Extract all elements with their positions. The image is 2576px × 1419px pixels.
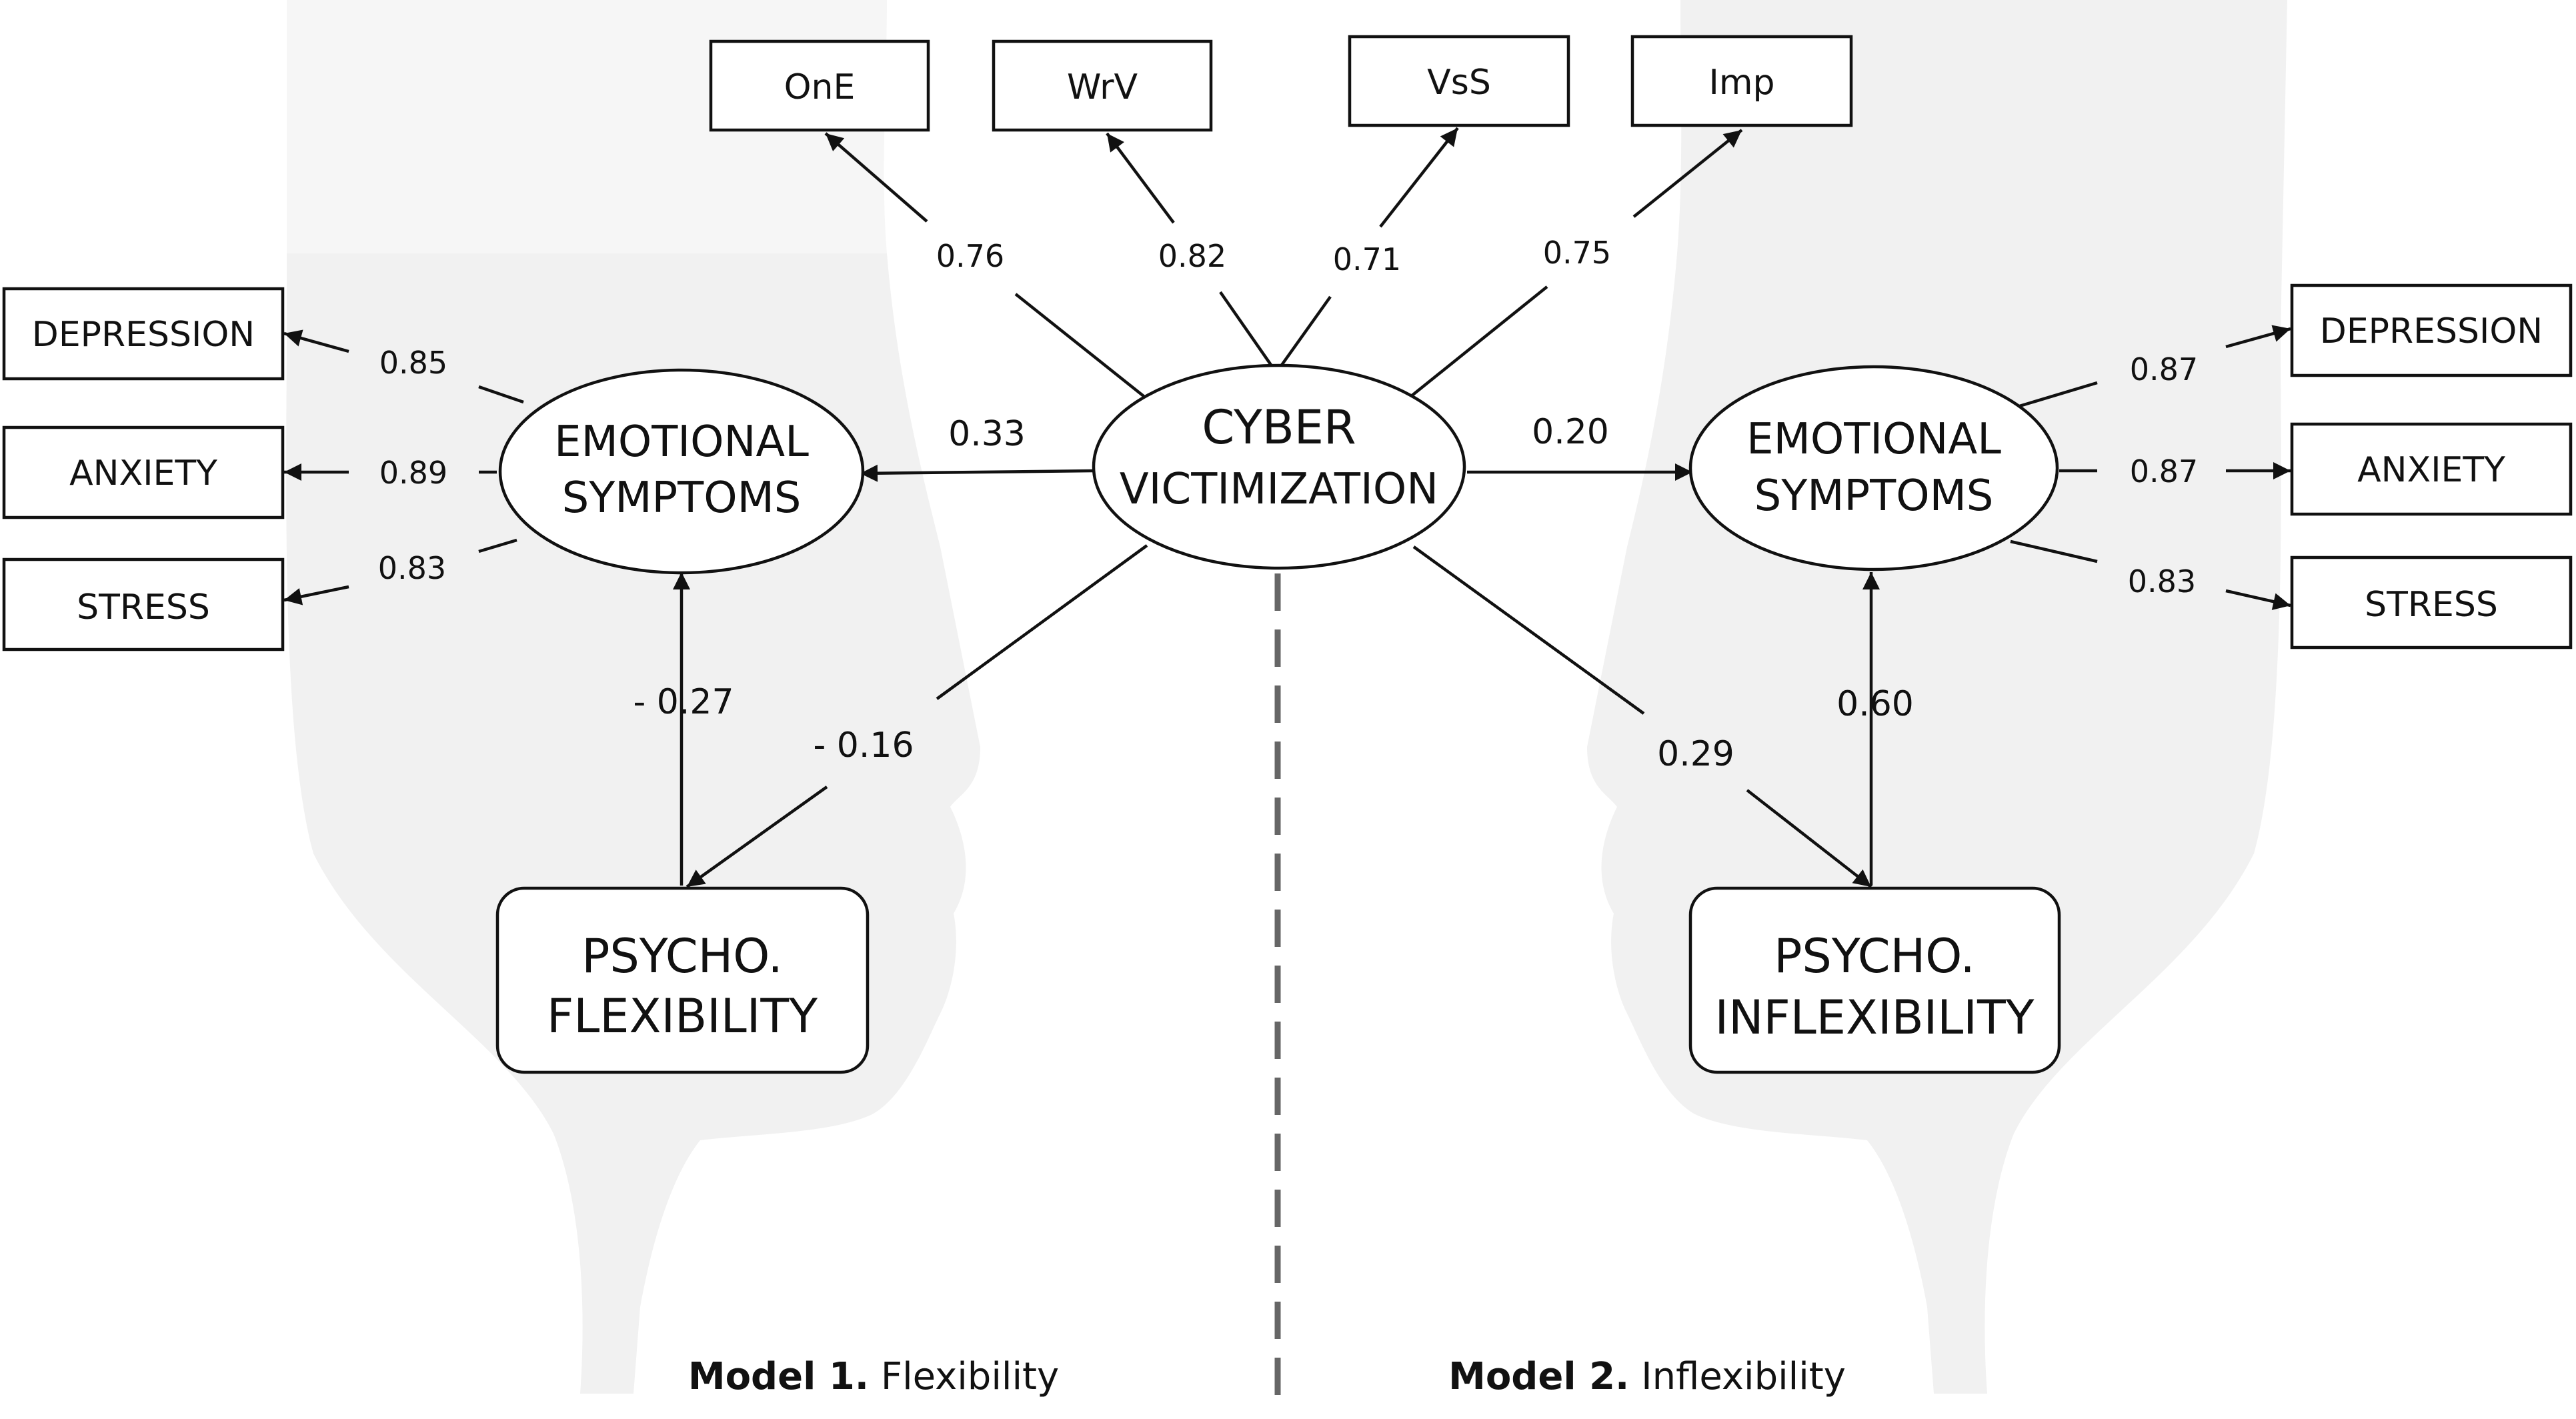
- edge-cv-imp: [1409, 285, 1548, 398]
- loading-one: 0.76: [936, 238, 1004, 274]
- caption-model-2-rest: Inflexibility: [1629, 1355, 1846, 1398]
- edge-es-str-right: [2010, 539, 2098, 563]
- indicator-label: OnE: [784, 67, 856, 107]
- loading-vss: 0.71: [1333, 241, 1401, 277]
- indicator-label: WrV: [1067, 67, 1138, 107]
- edge-es-dep-right: [2017, 381, 2098, 409]
- indicator-label: DEPRESSION: [32, 315, 255, 355]
- loading-right-depression: 0.87: [2130, 351, 2198, 387]
- es-right-line2: SYMPTOMS: [1754, 471, 1994, 521]
- pi-label-line2: INFLEXIBILITY: [1715, 990, 2035, 1045]
- es-right-line1: EMOTIONAL: [1746, 415, 2001, 464]
- caption-model-1: Model 1. Flexibility: [688, 1355, 1059, 1398]
- right-indicator-depression: DEPRESSION: [2290, 283, 2573, 377]
- indicator-label: ANXIETY: [2357, 450, 2505, 490]
- es-left-line1: EMOTIONAL: [554, 417, 809, 467]
- edge-cv-es-left: [860, 464, 1094, 482]
- edge-cv-pf-left: [936, 544, 1148, 700]
- path-cv-pi-right: 0.29: [1657, 734, 1734, 774]
- indicator-label: DEPRESSION: [2320, 311, 2543, 351]
- pi-label-line1: PSYCHO.: [1774, 929, 1975, 984]
- indicator-label: STRESS: [77, 587, 210, 627]
- edge-cv-one: [1014, 293, 1148, 400]
- psycho-flexibility-node: PSYCHO. FLEXIBILITY: [495, 886, 870, 1074]
- right-indicator-anxiety: ANXIETY: [2290, 422, 2573, 516]
- caption-model-1-bold: Model 1.: [688, 1355, 869, 1398]
- es-left-line2: SYMPTOMS: [562, 473, 802, 523]
- psycho-inflexibility-node: PSYCHO. INFLEXIBILITY: [1688, 886, 2061, 1074]
- edge-cv-vss-arrow: [1379, 127, 1459, 228]
- loading-left-anxiety: 0.89: [379, 455, 447, 491]
- indicator-box-imp: Imp: [1630, 35, 1853, 127]
- right-indicator-stress: STRESS: [2290, 555, 2573, 649]
- left-indicator-depression: DEPRESSION: [2, 287, 285, 381]
- edge-es-str-right-arrow: [2225, 589, 2291, 610]
- caption-model-2-bold: Model 2.: [1448, 1355, 1629, 1398]
- edge-es-dep-left: [478, 385, 524, 404]
- left-indicator-anxiety: ANXIETY: [2, 425, 285, 519]
- indicator-label: STRESS: [2365, 585, 2498, 625]
- edge-es-dep-left-arrow: [283, 329, 349, 353]
- edge-cv-pi-right-arrow: [1746, 789, 1872, 888]
- loading-left-depression: 0.85: [379, 345, 447, 381]
- edge-cv-wrv: [1219, 291, 1275, 370]
- path-pf-es-left: - 0.27: [633, 682, 734, 722]
- left-emotional-symptoms-node: EMOTIONAL SYMPTOMS: [498, 368, 865, 575]
- path-cv-es-right: 0.20: [1532, 412, 1609, 452]
- edge-es-str-left-arrow: [283, 585, 349, 605]
- edge-es-str-left: [478, 538, 517, 553]
- indicator-label: VsS: [1427, 63, 1491, 103]
- loading-right-anxiety: 0.87: [2130, 453, 2198, 489]
- edge-cv-imp-arrow: [1632, 129, 1743, 218]
- indicator-label: Imp: [1709, 63, 1775, 103]
- right-head-silhouette: [1587, 0, 2287, 1394]
- right-emotional-symptoms-node: EMOTIONAL SYMPTOMS: [1688, 365, 2059, 571]
- edge-cv-vss: [1278, 295, 1332, 370]
- indicator-box-one: OnE: [709, 39, 930, 132]
- pf-label-line1: PSYCHO.: [581, 929, 783, 984]
- indicator-label: ANXIETY: [69, 453, 217, 493]
- left-indicator-stress: STRESS: [2, 557, 285, 651]
- edge-cv-wrv-arrow: [1106, 132, 1175, 224]
- pf-label-line2: FLEXIBILITY: [547, 989, 818, 1044]
- edge-cv-pf-left-arrow: [686, 786, 828, 888]
- path-cv-es-left: 0.33: [948, 414, 1026, 454]
- edge-cv-pi-right: [1412, 545, 1645, 715]
- indicator-box-vss: VsS: [1348, 35, 1570, 127]
- loading-wrv: 0.82: [1158, 238, 1226, 274]
- loading-left-stress: 0.83: [378, 550, 446, 586]
- cv-label-line2: VICTIMIZATION: [1120, 465, 1438, 514]
- loading-imp: 0.75: [1543, 235, 1611, 271]
- cv-label-line1: CYBER: [1202, 400, 1356, 455]
- loading-right-stress: 0.83: [2128, 563, 2196, 599]
- path-pi-es-right: 0.60: [1836, 684, 1914, 724]
- indicator-box-wrv: WrV: [992, 39, 1213, 132]
- caption-model-2: Model 2. Inflexibility: [1448, 1355, 1846, 1398]
- edge-es-dep-right-arrow: [2225, 325, 2291, 349]
- edge-cv-one-arrow: [824, 132, 928, 223]
- caption-model-1-rest: Flexibility: [869, 1355, 1059, 1398]
- path-cv-pf-left: - 0.16: [813, 726, 914, 766]
- cyber-victimization-node: CYBER VICTIMIZATION: [1092, 363, 1466, 570]
